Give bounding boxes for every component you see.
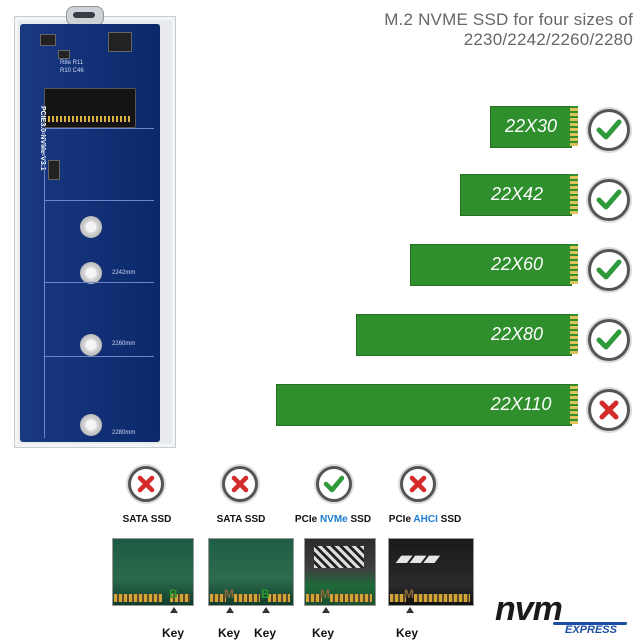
drive-brand-art: ▰▰▰ [396,548,438,568]
logo-sub-text: EXPRESS [565,624,617,636]
logo-main-text: nvm [495,590,563,628]
key-arrow-icon [170,607,178,613]
cross-icon [599,400,619,420]
ssd-connector [570,106,578,146]
gold-contacts [268,594,290,602]
ssd-size-label: 22X30 [504,116,558,136]
key-arrow-icon [406,607,414,613]
type-label-sata-b: SATA SSD [122,514,172,525]
type-status-sata-bm [222,466,258,502]
size-status-2260 [588,249,630,291]
type-label-suffix: SSD [347,514,372,525]
nvm-express-logo: nvm EXPRESS [495,590,635,638]
check-icon [323,475,345,493]
ssd-size-label: 22X80 [490,324,544,344]
pcb-outline [44,128,154,129]
gold-contacts [210,594,226,602]
gold-contacts [330,594,372,602]
gold-contacts [306,594,322,602]
type-label-nvme: PCIe NVMe SSD [278,514,388,525]
title-line-2: 2230/2242/2260/2280 [463,30,633,49]
type-label-prefix: PCIe [294,514,320,525]
pcb-code-2: R10 C46 [60,68,84,74]
key-letter: B [261,587,270,601]
check-icon [596,189,622,210]
ssd-card-2230 [490,106,572,148]
m2-slot [44,88,136,128]
check-icon [596,329,622,350]
mount-hole-2242 [80,262,102,284]
mark-2280: 2280mm [112,430,136,436]
page-title: M.2 NVME SSD for four sizes of 2230/2242… [313,10,633,50]
pcb-code-1: R8e R11 [60,60,84,66]
gold-contacts [170,594,190,602]
qr-sticker [314,546,364,568]
ssd-card-2280 [356,314,572,356]
key-arrow-icon [262,607,270,613]
gold-contacts [114,594,162,602]
pcb-component [48,160,60,180]
mark-2260: 2260mm [112,341,136,347]
pcb-silkscreen: PCIE3.0-NVMe-V3.1 [39,105,46,171]
cross-icon [137,475,155,493]
key-letter: M [320,587,330,601]
pcb-component [40,34,56,46]
key-word: Key [218,626,241,640]
ssd-connector [570,314,578,354]
logo-swoosh [553,622,627,625]
type-label-highlight: AHCI [413,514,438,525]
m2-slot-pins [48,116,130,122]
gold-contacts [234,594,260,602]
type-status-sata-b [128,466,164,502]
size-status-2280 [588,319,630,361]
gold-contacts [414,594,470,602]
size-status-2230 [588,109,630,151]
type-label-suffix: SSD [437,514,462,525]
ssd-connector [570,384,578,424]
mark-2242: 2242mm [112,270,136,276]
type-label-highlight: NVMe [319,514,348,525]
pcb-component [58,50,70,59]
key-word: Key [162,626,185,640]
check-icon [596,119,622,140]
pcb-outline [44,356,154,357]
type-label-ahci: PCIe AHCI SSD [370,514,480,525]
ssd-card-22110 [276,384,572,426]
usb-c-port-opening [73,12,95,18]
controller-chip [108,32,132,52]
cross-icon [231,475,249,493]
cross-icon [409,475,427,493]
key-word: Key [312,626,335,640]
mount-hole-2230 [80,216,102,238]
mount-hole-2260 [80,334,102,356]
ssd-size-label: 22X60 [490,254,544,274]
size-status-22110 [588,389,630,431]
ssd-card-2260 [410,244,572,286]
ssd-connector [570,174,578,214]
type-status-nvme [316,466,352,502]
key-word: Key [254,626,277,640]
ssd-card-2242 [460,174,572,216]
pcb-outline [44,282,154,283]
mount-hole-2280 [80,414,102,436]
pcb-outline [44,200,154,201]
ssd-connector [570,244,578,284]
key-letter: B [169,587,178,601]
title-line-1: M.2 NVME SSD for four sizes of [384,10,633,29]
type-label-prefix: PCIe [388,514,414,525]
key-arrow-icon [322,607,330,613]
pcb-outline-vertical [44,128,45,438]
type-label-sata-bm: SATA SSD [216,514,266,525]
ssd-size-label: 22X110 [490,394,552,414]
gold-contacts [390,594,406,602]
size-status-2242 [588,179,630,221]
key-letter: M [224,587,234,601]
key-letter: M [404,587,414,601]
check-icon [596,259,622,280]
key-word: Key [396,626,419,640]
key-arrow-icon [226,607,234,613]
type-status-ahci [400,466,436,502]
ssd-size-label: 22X42 [490,184,544,204]
